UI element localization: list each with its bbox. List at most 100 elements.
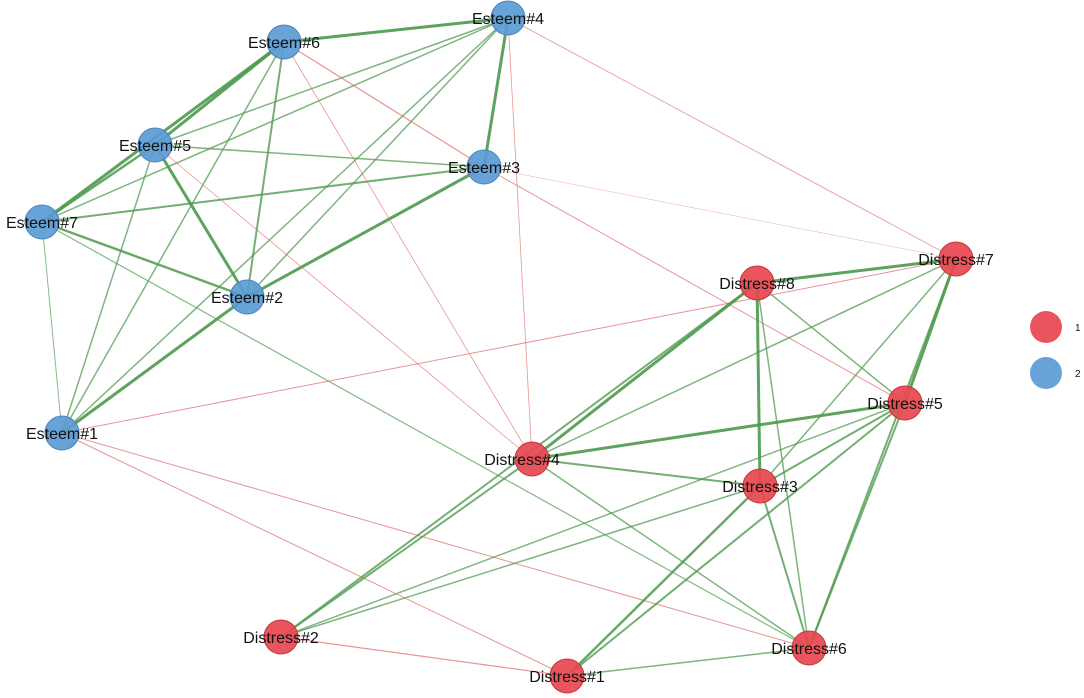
edge-d7-d4 [531,258,957,460]
edge-e1-d7 [61,258,957,434]
edge-e6-e2 [246,41,285,298]
node-circle [44,415,80,451]
nodes-layer: Esteem#4Esteem#6Esteem#5Esteem#3Esteem#7… [6,0,994,694]
edge-e3-d7 [483,166,957,260]
node-d4[interactable]: Distress#4 [484,441,560,477]
edge-e3-d5 [483,166,906,404]
edge-e7-e1 [41,221,63,434]
node-circle [938,241,974,277]
node-circle [229,279,265,315]
edge-e1-d1 [61,432,568,677]
node-label: Distress#1 [529,669,605,686]
node-d5[interactable]: Distress#5 [867,385,943,421]
node-circle [549,658,585,694]
edge-e7-e2 [40,220,249,299]
edge-e4-e1 [61,17,509,434]
edges-layer [40,16,958,678]
node-e4[interactable]: Esteem#4 [472,0,544,36]
edge-d2-d1 [280,636,568,677]
edge-e5-e2 [153,143,249,299]
legend-label: 1 [1075,323,1081,334]
node-circle [266,24,302,60]
node-circle [739,265,775,301]
node-d3[interactable]: Distress#3 [722,468,798,504]
edge-e6-e1 [61,41,285,434]
edge-e3-e2 [245,165,486,299]
edge-e1-d6 [61,432,810,649]
node-label: Distress#5 [867,396,943,413]
edge-d3-d6 [759,485,810,649]
legend-swatch [1030,357,1062,389]
node-e5[interactable]: Esteem#5 [119,127,191,163]
edge-e4-d7 [507,17,957,260]
node-label: Distress#3 [722,479,798,496]
edge-e5-e7 [40,143,157,224]
node-e6[interactable]: Esteem#6 [248,24,320,60]
edge-d5-d2 [280,402,906,638]
node-e3[interactable]: Esteem#3 [448,149,520,185]
edge-e4-e5 [154,17,509,146]
node-label: Esteem#4 [472,11,544,28]
edge-d5-d4 [530,401,907,461]
node-e2[interactable]: Esteem#2 [211,279,283,315]
edge-e2-e1 [60,295,249,435]
edge-d4-d3 [531,458,761,487]
node-e7[interactable]: Esteem#7 [6,204,78,240]
edge-d8-d5 [756,282,906,404]
edge-d3-d2 [280,485,761,638]
node-d7[interactable]: Distress#7 [918,241,994,277]
node-circle [137,127,173,163]
edge-e4-e7 [41,17,509,223]
edge-d3-d1 [565,484,762,678]
node-label: Distress#8 [719,276,795,293]
edge-e7-d6 [41,221,810,649]
node-label: Esteem#5 [119,138,191,155]
edge-d4-d6 [531,458,810,649]
node-label: Esteem#6 [248,35,320,52]
edge-d8-d6 [756,282,810,649]
node-circle [490,0,526,36]
node-d6[interactable]: Distress#6 [771,630,847,666]
node-e1[interactable]: Esteem#1 [26,415,98,451]
edge-e3-e7 [41,166,485,223]
edge-d5-d1 [566,402,906,677]
legend-item-1: 1 [1030,311,1081,343]
edge-e5-e3 [154,144,485,168]
legend-item-2: 2 [1030,357,1081,389]
node-label: Esteem#1 [26,426,98,443]
node-label: Distress#2 [243,630,319,647]
node-circle [24,204,60,240]
edge-d5-d3 [759,402,906,487]
edge-d1-d6 [566,647,810,677]
node-label: Distress#4 [484,452,560,469]
node-circle [263,619,299,655]
edge-e6-e3 [283,41,485,168]
edge-e6-d4 [283,41,533,460]
edge-d4-d2 [280,458,533,638]
edge-e5-d4 [154,144,533,460]
edge-d8-d4 [530,281,759,461]
edge-d5-d6 [808,402,906,649]
edge-e6-e4 [282,16,510,44]
legend: 12 [1030,311,1081,389]
node-circle [791,630,827,666]
edge-e4-e3 [482,16,510,169]
legend-swatch [1030,311,1062,343]
edge-d8-d7 [755,257,958,285]
node-circle [514,441,550,477]
node-label: Esteem#7 [6,215,78,232]
node-circle [742,468,778,504]
node-d2[interactable]: Distress#2 [243,619,319,655]
node-circle [466,149,502,185]
node-d8[interactable]: Distress#8 [719,265,795,301]
edge-e4-e2 [246,17,509,298]
node-circle [887,385,923,421]
edge-e4-d4 [507,17,533,460]
edge-d7-d3 [759,258,957,487]
node-label: Esteem#2 [211,290,283,307]
legend-label: 2 [1075,369,1081,380]
edge-d8-d3 [755,281,762,488]
edge-e5-e1 [61,144,156,434]
node-d1[interactable]: Distress#1 [529,658,605,694]
